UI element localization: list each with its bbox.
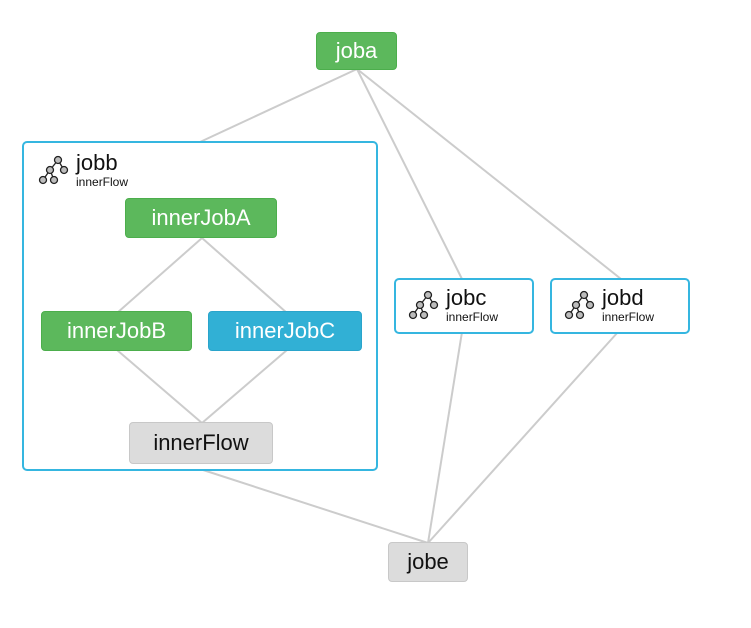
flow-title: jobd	[602, 285, 644, 310]
flow-node-jobd[interactable]: jobd innerFlow	[550, 278, 690, 334]
flow-header: jobc innerFlow	[406, 286, 498, 324]
flow-header: jobd innerFlow	[562, 286, 654, 324]
job-node-label: innerJobB	[66, 318, 167, 343]
edge-joba-jobb	[199, 68, 358, 143]
flow-subtitle: innerFlow	[76, 175, 129, 189]
edge-jobb-jobe	[199, 468, 429, 544]
job-node-label: innerJobA	[151, 205, 251, 230]
flow-tree-icon	[408, 290, 439, 320]
edge-innerJobA-innerJobC	[201, 237, 288, 314]
flow-node-jobc[interactable]: jobc innerFlow	[394, 278, 534, 334]
edge-innerJobB-innerFlow	[116, 349, 203, 424]
edge-jobc-jobe	[427, 331, 463, 544]
job-node-joba[interactable]: joba	[316, 32, 397, 70]
job-node-innerFlow[interactable]: innerFlow	[129, 422, 273, 464]
job-node-innerJobB[interactable]: innerJobB	[41, 311, 192, 351]
flow-subtitle: innerFlow	[446, 310, 499, 324]
job-node-label: joba	[335, 38, 378, 63]
job-node-label: jobe	[407, 549, 449, 574]
edge-innerJobC-innerFlow	[201, 349, 288, 424]
edge-joba-jobd	[356, 68, 622, 280]
flow-node-jobb[interactable]: jobb innerFlow innerJobA innerJobB inner…	[22, 141, 378, 471]
flow-header: jobb innerFlow	[36, 151, 128, 189]
edge-jobd-jobe	[427, 331, 619, 544]
job-node-jobe[interactable]: jobe	[388, 542, 468, 582]
job-node-label: innerFlow	[153, 430, 249, 455]
edge-joba-jobc	[356, 68, 463, 280]
job-node-innerJobC[interactable]: innerJobC	[208, 311, 362, 351]
edge-innerJobA-innerJobB	[116, 237, 203, 314]
flow-title: jobc	[446, 285, 487, 310]
flow-title: jobb	[76, 150, 118, 175]
flow-tree-icon	[564, 290, 595, 320]
job-node-innerJobA[interactable]: innerJobA	[125, 198, 277, 238]
inner-edge-layer	[116, 237, 288, 424]
flow-subtitle: innerFlow	[602, 310, 655, 324]
job-node-label: innerJobC	[234, 318, 336, 343]
flow-tree-icon	[38, 155, 69, 185]
